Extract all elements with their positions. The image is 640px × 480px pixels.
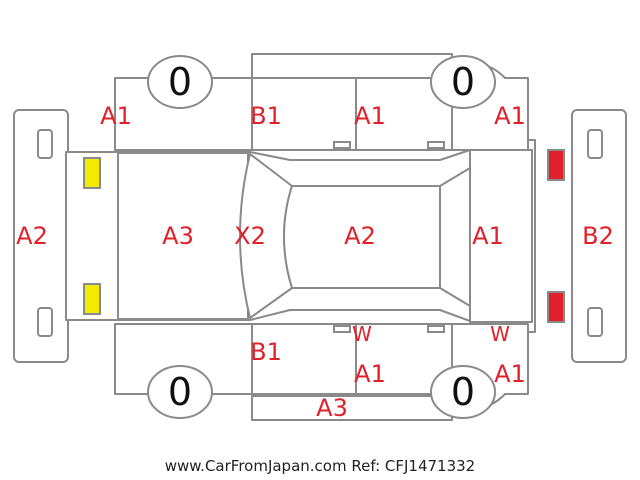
tire-front-right-value: 0 [168, 370, 192, 414]
label-front-bumper: A2 [16, 222, 48, 250]
label-right-sill: A3 [316, 394, 348, 422]
damage-labels: A2 A3 X2 A2 A1 B2 A1 B1 A1 A1 B1 W A1 W … [16, 102, 614, 422]
trunk-panel [469, 149, 533, 323]
label-right-rear-fender-mark: W [490, 322, 510, 346]
front-lamp-right [83, 283, 101, 315]
label-roof: A2 [344, 222, 376, 250]
tire-front-left: 0 [147, 55, 213, 109]
label-left-rear-fender: A1 [494, 102, 526, 130]
rear-lamp-left [547, 149, 565, 181]
label-left-front-fender: A1 [100, 102, 132, 130]
label-rear-bumper: B2 [582, 222, 614, 250]
tire-rear-right: 0 [430, 365, 496, 419]
rear-lamp-right [547, 291, 565, 323]
reference-footer: www.CarFromJapan.com Ref: CFJ1471332 [165, 457, 475, 475]
tire-front-left-value: 0 [168, 60, 192, 104]
label-windshield: X2 [234, 222, 266, 250]
tire-rear-right-value: 0 [451, 370, 475, 414]
label-left-rear-door: A1 [354, 102, 386, 130]
label-right-rear-fender: A1 [494, 360, 526, 388]
rear-window-panel [439, 167, 471, 307]
label-right-rear-door: A1 [354, 360, 386, 388]
tire-rear-left: 0 [430, 55, 496, 109]
roof-panel [283, 185, 441, 289]
label-right-rear-door-mark: W [352, 322, 372, 346]
tire-front-right: 0 [147, 365, 213, 419]
car-body-top-view [65, 139, 565, 333]
label-left-front-door: B1 [250, 102, 282, 130]
label-right-front-door: B1 [250, 338, 282, 366]
label-hood: A3 [162, 222, 194, 250]
rear-bumper [571, 109, 627, 363]
tire-rear-left-value: 0 [451, 60, 475, 104]
front-lamp-left [83, 157, 101, 189]
hood-panel [117, 152, 249, 320]
label-trunk: A1 [472, 222, 504, 250]
